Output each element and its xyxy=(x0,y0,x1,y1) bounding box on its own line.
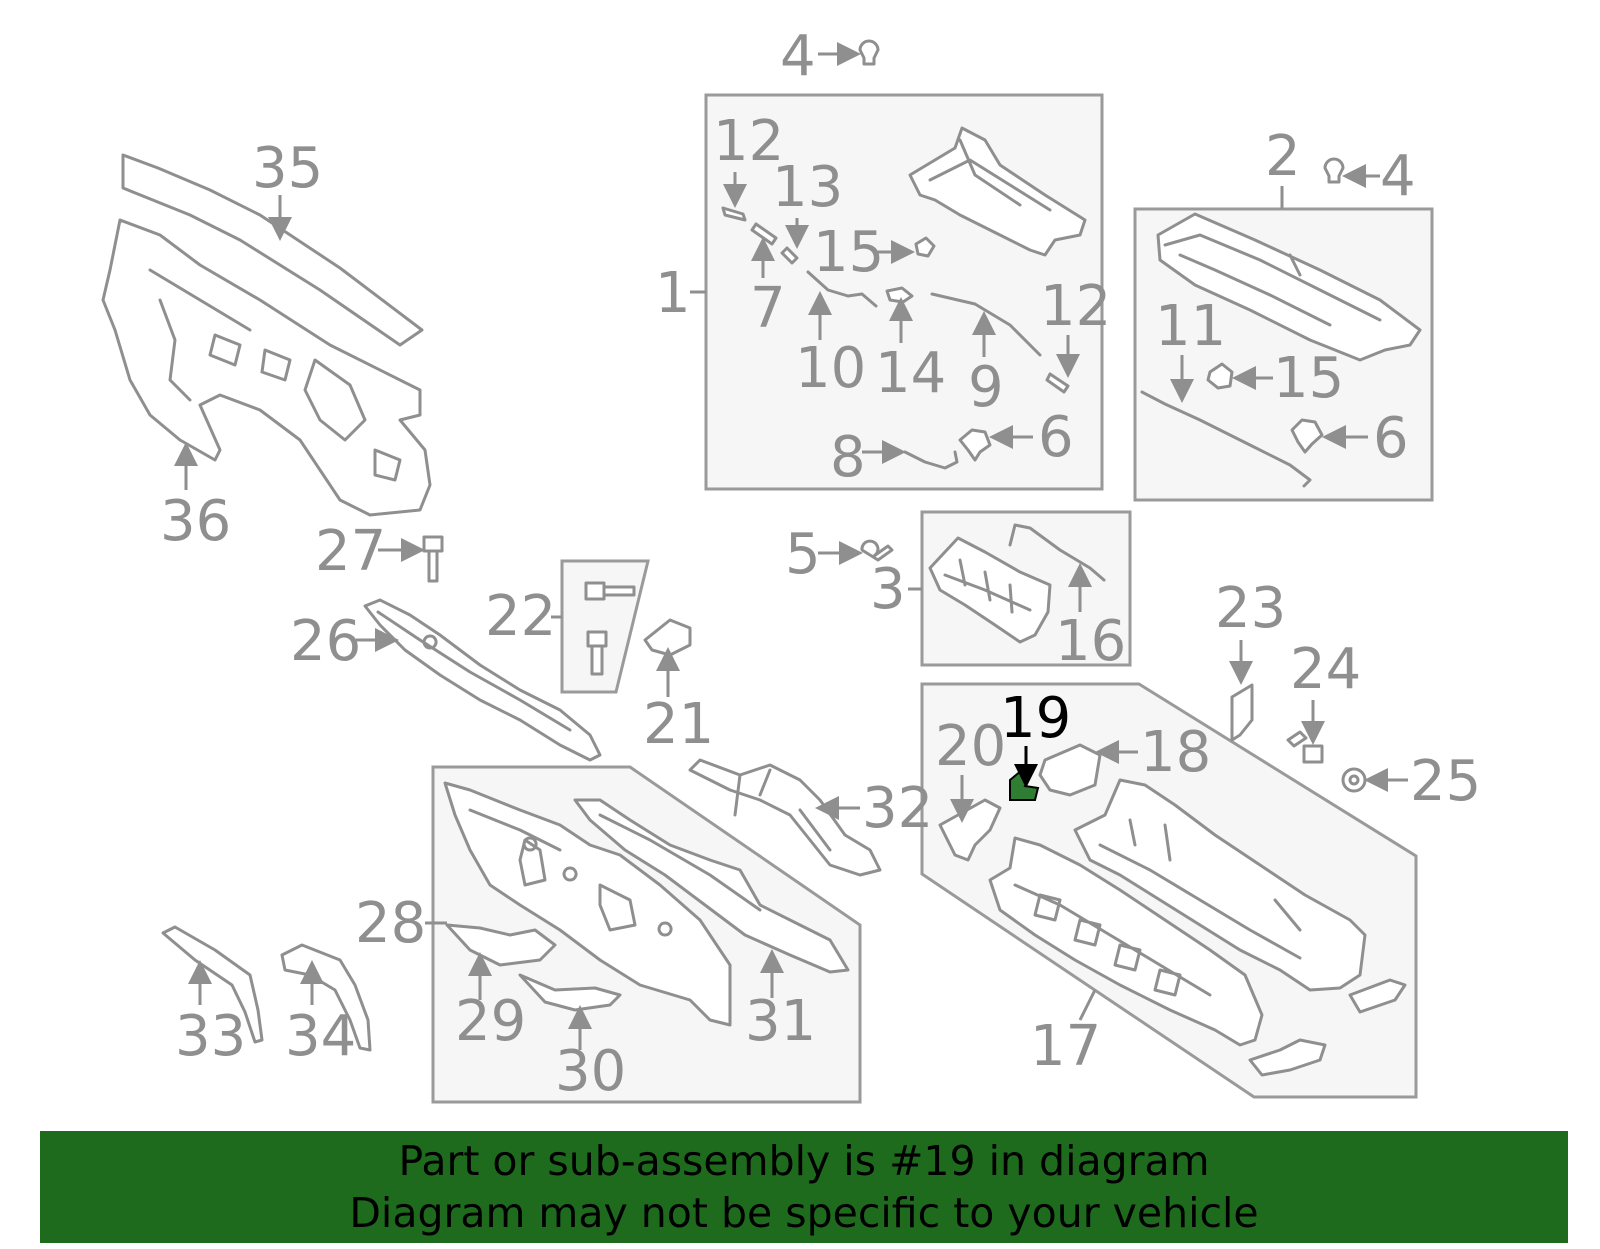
callout-12a: 12 xyxy=(713,109,784,174)
callout-35: 35 xyxy=(252,136,323,201)
bolt-24-part xyxy=(1286,730,1324,764)
cowl-17-upper-part xyxy=(1073,778,1367,992)
cowl-panel-left-detail xyxy=(928,138,1052,212)
bracket-18-part xyxy=(1038,743,1102,797)
cowl-panel-right-part xyxy=(1156,212,1422,362)
callout-4b: 4 xyxy=(1380,144,1416,209)
callout-15b: 15 xyxy=(1273,346,1344,411)
notice-line-part-number: Part or sub-assembly is #19 in diagram xyxy=(398,1137,1210,1185)
bracket-21-part xyxy=(643,618,692,657)
leader-17 xyxy=(1078,989,1097,1021)
seal-8-part xyxy=(903,450,959,470)
callout-34: 34 xyxy=(285,1004,356,1069)
callout-6a: 6 xyxy=(1038,405,1074,470)
callout-27: 27 xyxy=(315,519,386,584)
callout-8: 8 xyxy=(830,425,866,490)
bracket-6a-part xyxy=(958,428,992,462)
clip-13-part xyxy=(780,246,799,265)
dash-insulator-part xyxy=(101,218,432,517)
callout-9: 9 xyxy=(968,355,1004,420)
fastener-4a-part xyxy=(858,39,880,66)
bolt-27-part xyxy=(422,535,444,583)
bolt-5-part xyxy=(860,539,894,562)
callout-7: 7 xyxy=(750,276,786,341)
callout-17: 17 xyxy=(1030,1014,1101,1079)
callout-21: 21 xyxy=(643,692,714,757)
callout-5: 5 xyxy=(785,522,821,587)
cowl-17-lower-detail xyxy=(1013,883,1212,997)
bracket-20-part xyxy=(938,798,1002,862)
bracket-3-detail xyxy=(943,558,1032,614)
bracket-30-part xyxy=(518,973,622,1012)
bracket-6b-part xyxy=(1290,418,1324,454)
callout-15a: 15 xyxy=(813,220,884,285)
bracket-33-part xyxy=(161,925,264,1044)
callout-20: 20 xyxy=(935,714,1006,779)
clip-15b-part xyxy=(1206,362,1234,390)
callout-24: 24 xyxy=(1290,637,1361,702)
seal-11-part xyxy=(1140,390,1312,488)
callout-14: 14 xyxy=(875,341,946,406)
panel-31-part xyxy=(573,798,850,974)
callout-4a: 4 xyxy=(780,24,816,89)
callout-30: 30 xyxy=(555,1039,626,1104)
panel-28-main-detail xyxy=(468,808,673,937)
callout-1: 1 xyxy=(655,261,691,326)
callout-36: 36 xyxy=(160,489,231,554)
member-32-detail xyxy=(733,768,832,852)
callout-10: 10 xyxy=(795,336,866,401)
fastener-4b-part xyxy=(1323,157,1345,184)
callout-26: 26 xyxy=(290,609,361,674)
callout-28: 28 xyxy=(355,891,426,956)
cowl-17-lower-part xyxy=(988,836,1264,1047)
dash-panel-strip-part xyxy=(121,153,424,347)
callout-29: 29 xyxy=(455,989,526,1054)
clip-15-part xyxy=(914,236,936,258)
bolt-22b-part xyxy=(586,630,608,676)
callout-18: 18 xyxy=(1140,720,1211,785)
callout-16: 16 xyxy=(1055,609,1126,674)
cowl-17-upper-detail xyxy=(1098,818,1302,960)
seal-16-part xyxy=(1008,523,1106,582)
callout-25: 25 xyxy=(1410,749,1481,814)
panel-28-main-part xyxy=(443,781,732,1027)
bracket-17-right-part xyxy=(1348,978,1407,1014)
callout-13: 13 xyxy=(772,155,843,220)
clip-12b-part xyxy=(1045,372,1070,394)
seal-10-part xyxy=(806,270,878,308)
callout-3: 3 xyxy=(870,557,906,622)
clip-12-part xyxy=(721,206,747,222)
callout-12b: 12 xyxy=(1040,274,1111,339)
dash-insulator-detail xyxy=(148,268,402,482)
panel-31-detail xyxy=(598,813,762,912)
nut-25-hole xyxy=(1348,774,1360,786)
notice-line-disclaimer: Diagram may not be specific to your vehi… xyxy=(349,1189,1259,1237)
callout-33: 33 xyxy=(175,1004,246,1069)
callout-31: 31 xyxy=(745,989,816,1054)
callout-11: 11 xyxy=(1155,294,1226,359)
member-26-detail xyxy=(376,610,572,732)
callout-19: 19 xyxy=(1000,686,1071,751)
bracket-23-part xyxy=(1230,683,1254,742)
cowl-panel-right-detail xyxy=(1163,233,1382,327)
bracket-17-small-part xyxy=(1248,1038,1327,1077)
callout-23: 23 xyxy=(1215,576,1286,641)
group-box-22 xyxy=(560,559,650,694)
callout-32: 32 xyxy=(862,776,933,841)
notice-banner: Part or sub-assembly is #19 in diagram D… xyxy=(40,1131,1568,1243)
callout-22: 22 xyxy=(485,584,556,649)
callout-2: 2 xyxy=(1265,124,1301,189)
callout-6b: 6 xyxy=(1373,406,1409,471)
bolt-22a-part xyxy=(584,581,636,601)
